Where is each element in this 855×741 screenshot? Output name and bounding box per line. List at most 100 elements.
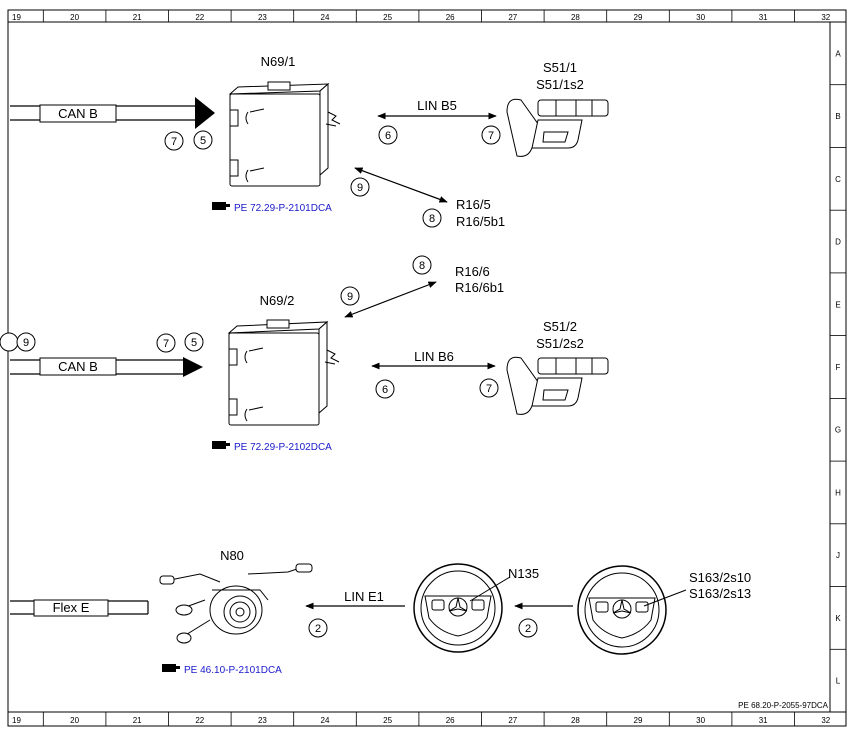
ruler-column-label: 29 — [634, 13, 643, 22]
lin-label: LIN B5 — [417, 98, 457, 113]
circle-marker-text: 9 — [23, 337, 29, 349]
wheel-label: S163/2s10 — [689, 570, 751, 585]
circle-marker — [378, 125, 398, 145]
section-n69-1: CAN B 7 5 N69/1 pointing-hand-icon PE 72… — [10, 54, 609, 229]
circle-marker — [0, 332, 19, 352]
sensor-label: R16/6 — [455, 264, 490, 279]
ruler-column-label: 19 — [12, 13, 21, 22]
ruler-row-label: L — [836, 677, 841, 686]
ruler-row-label: D — [835, 238, 841, 247]
circle-marker — [350, 177, 370, 197]
ruler-column-label: 27 — [508, 716, 517, 725]
ruler-row-label: J — [836, 551, 840, 560]
ruler-column-label: 26 — [446, 716, 455, 725]
can-b-label-box — [39, 357, 117, 376]
ruler-row-label: C — [835, 175, 841, 184]
circle-marker — [184, 332, 204, 352]
circle-marker-text: 8 — [429, 213, 435, 225]
circle-marker-text: 9 — [347, 291, 353, 303]
ruler-column-label: 26 — [446, 13, 455, 22]
circle-marker-text: 6 — [385, 130, 391, 142]
steering-wheel-icon — [577, 565, 667, 655]
section-n69-2: 9 8 R16/6 R16/6b1 N69/2 CAN B 9 7 5 — [0, 255, 609, 453]
sensor-line — [354, 167, 448, 203]
circle-marker-text: 6 — [382, 384, 388, 396]
circle-marker — [193, 130, 213, 150]
switch-label: S51/2 — [543, 319, 577, 334]
circle-marker-text: 8 — [419, 260, 425, 272]
sensor-line — [344, 281, 437, 318]
ruler-column-label: 32 — [821, 13, 830, 22]
reference-link[interactable]: PE 46.10-P-2101DCA — [184, 665, 282, 676]
ruler-column-label: 27 — [508, 13, 517, 22]
ruler-column-label: 22 — [195, 13, 204, 22]
can-b-label: CAN B — [58, 106, 98, 121]
circle-marker-text: 7 — [486, 383, 492, 395]
sensor-label: R16/5 — [456, 197, 491, 212]
module-label: N69/1 — [261, 54, 296, 69]
circle-marker-text: 7 — [171, 136, 177, 148]
ruler-row-label: F — [836, 363, 841, 372]
circle-marker — [164, 131, 184, 151]
ruler-column-label: 24 — [321, 13, 330, 22]
can-b-label-box — [39, 104, 117, 123]
ruler-column-label: 20 — [70, 13, 79, 22]
sensor-label: R16/5b1 — [456, 214, 505, 229]
circle-marker-text: 2 — [525, 623, 531, 635]
ruler-row-label: A — [835, 49, 841, 58]
seat-switch-icon — [506, 356, 609, 415]
ruler-column-label: 28 — [571, 13, 580, 22]
ruler-column-label: 31 — [759, 716, 768, 725]
flex-e-label-box — [33, 599, 109, 617]
circle-marker — [481, 125, 501, 145]
module-label: N69/2 — [260, 293, 295, 308]
wheel-label: N135 — [508, 566, 539, 581]
ruler-row-label: H — [835, 489, 841, 498]
circle-marker — [340, 286, 360, 306]
steering-wheel-icon — [413, 563, 503, 653]
circle-marker-text: 7 — [163, 338, 169, 350]
pointing-hand-icon — [212, 441, 230, 449]
circle-marker — [375, 379, 395, 399]
steering-column-module-icon — [159, 563, 313, 644]
reference-link[interactable]: PE 72.29-P-2101DCA — [234, 203, 332, 214]
seat-switch-icon — [506, 98, 609, 157]
can-b-arrowhead — [183, 357, 203, 377]
reference-link[interactable]: PE 72.29-P-2102DCA — [234, 442, 332, 453]
circle-marker-text: 7 — [488, 130, 494, 142]
ruler-row-label: G — [835, 426, 841, 435]
leader-line — [469, 576, 511, 602]
circle-marker — [479, 378, 499, 398]
ruler-column-label: 23 — [258, 13, 267, 22]
wheel-label: S163/2s13 — [689, 586, 751, 601]
ruler-column-label: 23 — [258, 716, 267, 725]
circle-marker — [308, 618, 328, 638]
ruler-row-label: K — [835, 614, 841, 623]
sensor-label: R16/6b1 — [455, 280, 504, 295]
circle-marker — [518, 618, 538, 638]
lin-label: LIN E1 — [344, 589, 384, 604]
switch-label: S51/1 — [543, 60, 577, 75]
circle-marker-text: 2 — [315, 623, 321, 635]
circle-marker — [156, 333, 176, 353]
flex-e-label: Flex E — [53, 600, 90, 615]
circle-marker — [16, 332, 36, 352]
circle-marker — [412, 255, 432, 275]
ruler-column-label: 30 — [696, 13, 705, 22]
control-module-n69-1 — [228, 81, 341, 187]
ruler-column-label: 31 — [759, 13, 768, 22]
control-module-n69-2 — [227, 319, 340, 426]
ruler-column-label: 29 — [634, 716, 643, 725]
drawing-frame — [7, 9, 847, 727]
ruler-column-label: 19 — [12, 716, 21, 725]
can-b-label: CAN B — [58, 359, 98, 374]
ruler-column-label: 30 — [696, 716, 705, 725]
switch-label: S51/2s2 — [536, 336, 584, 351]
section-n80: Flex E N80 PE 46.10-P-2101DCA LIN E1 — [10, 548, 751, 676]
circle-marker — [422, 208, 442, 228]
pointing-hand-icon — [212, 202, 230, 210]
